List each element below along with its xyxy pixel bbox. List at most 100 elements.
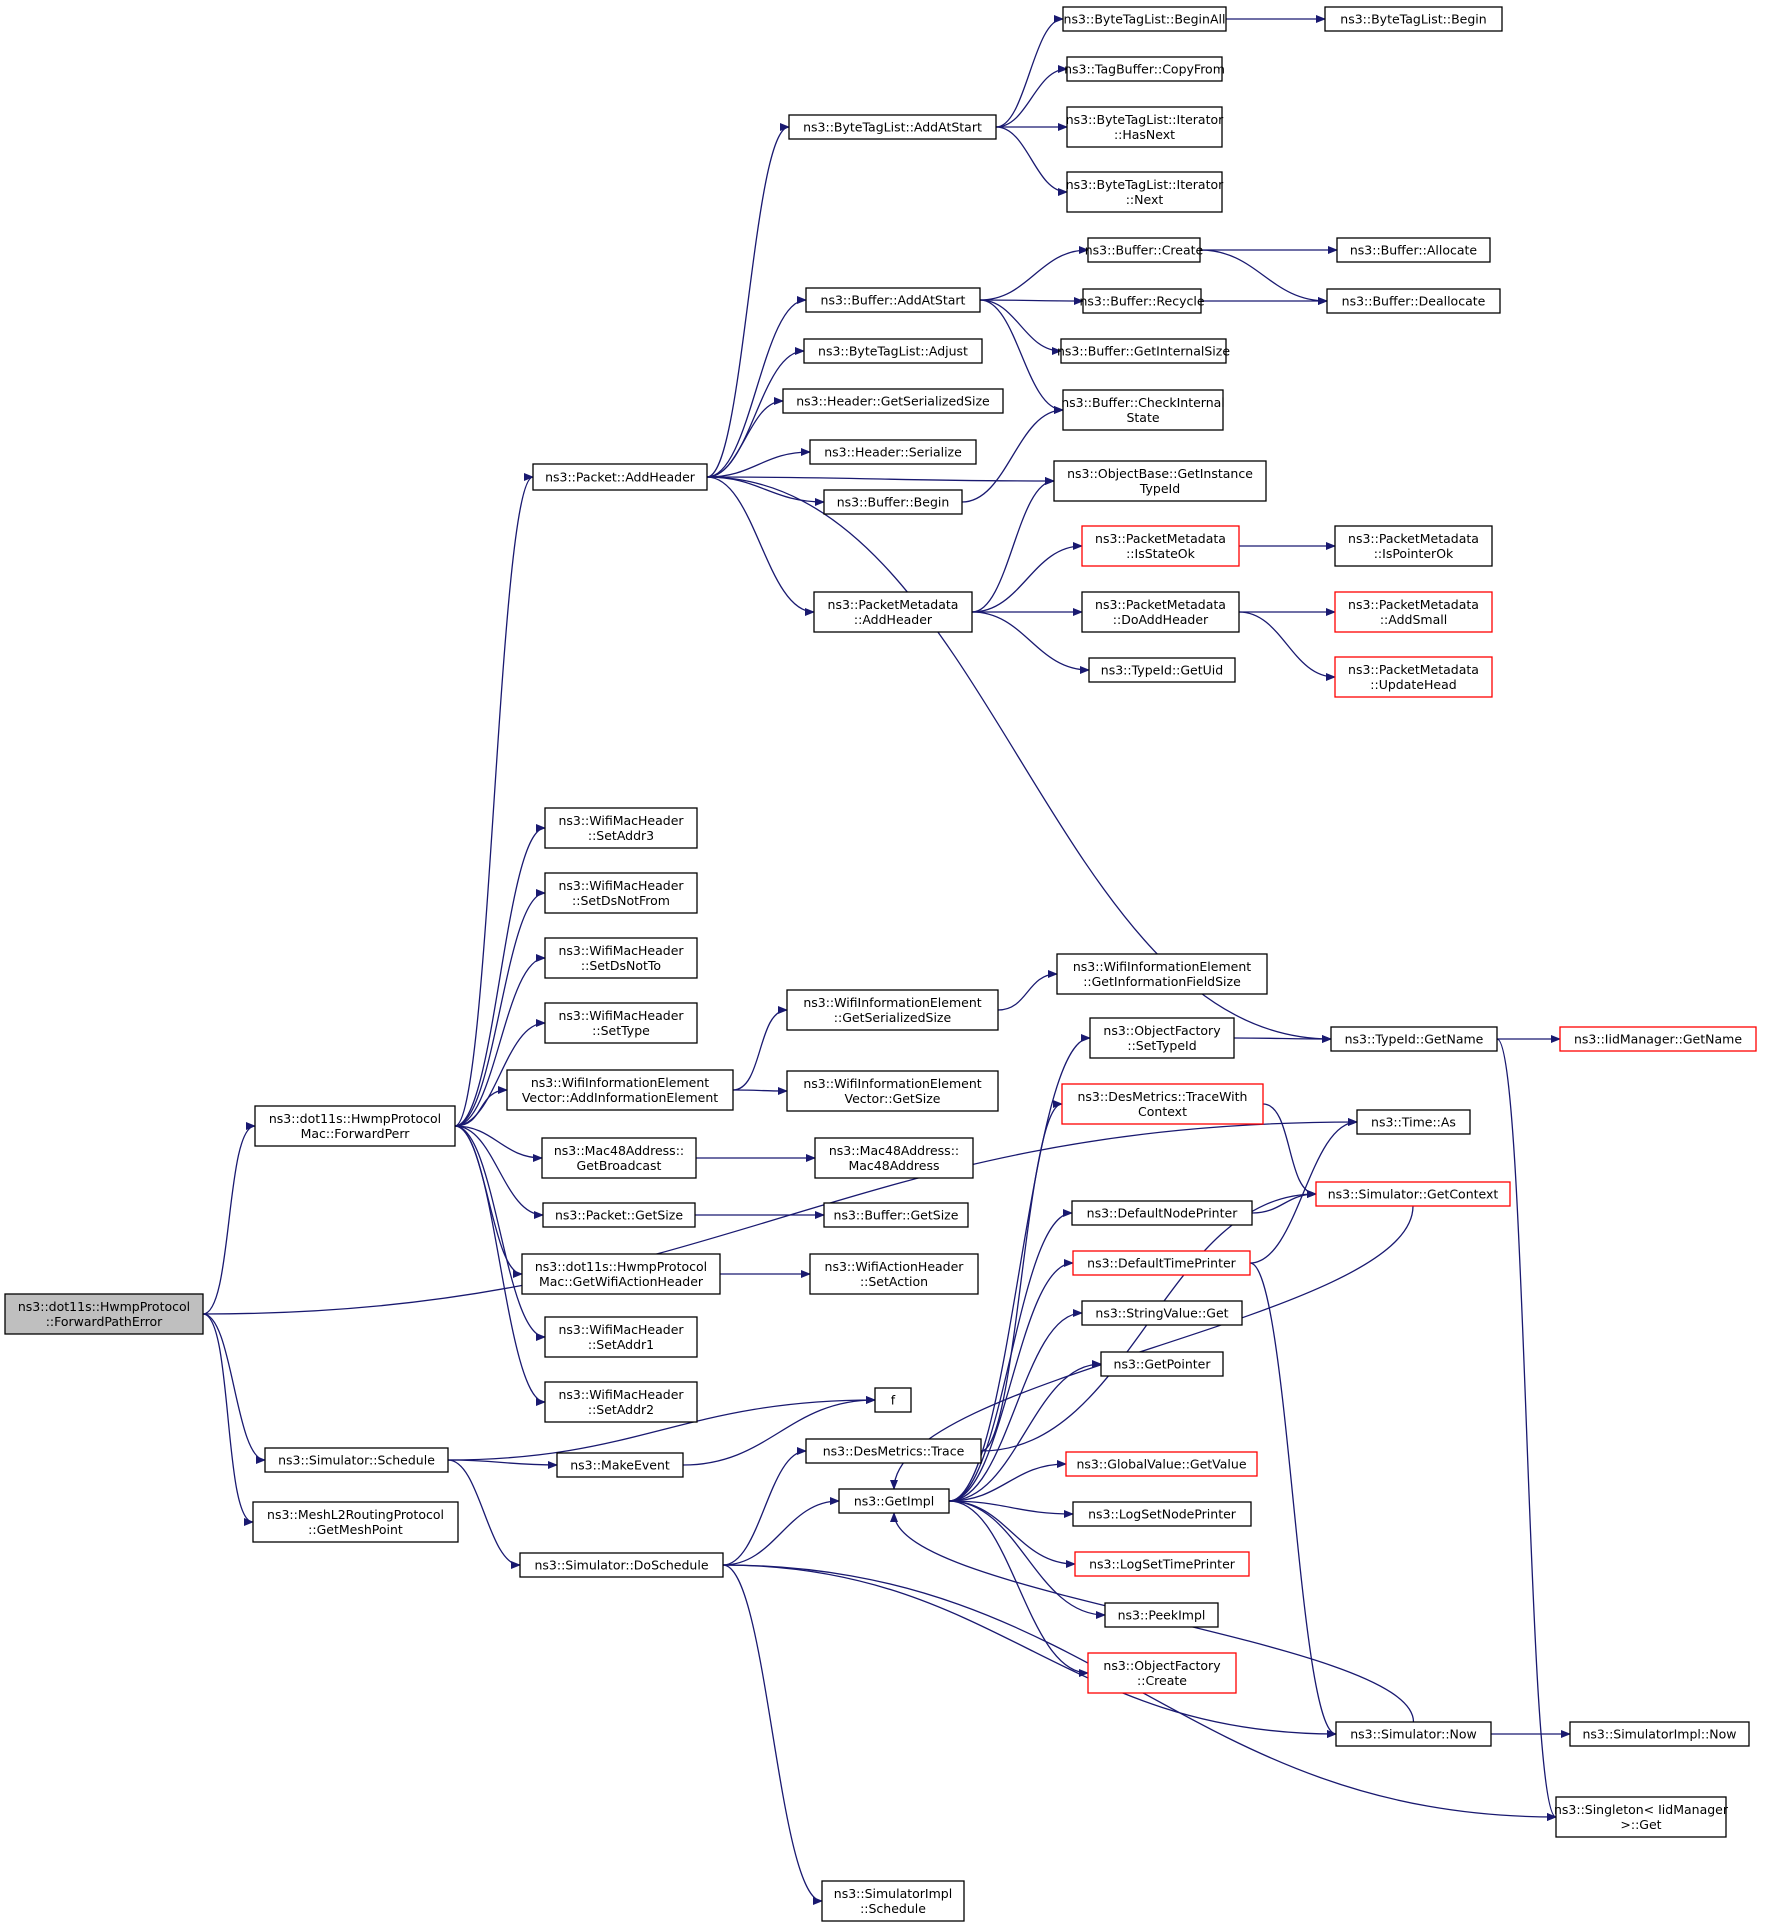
node-label: ns3::Header::GetSerializedSize <box>796 394 990 409</box>
node-label: >::Get <box>1620 1817 1661 1832</box>
graph-node-desm_trace[interactable]: ns3::DesMetrics::Trace <box>805 1438 982 1464</box>
graph-node-buf_addatstart[interactable]: ns3::Buffer::AddAtStart <box>805 287 981 313</box>
graph-node-wmh_settype[interactable]: ns3::WifiMacHeader::SetType <box>544 1002 698 1044</box>
node-box <box>1087 237 1201 263</box>
call-edge-pkt_addhdr-to-ob_getinst <box>706 476 1055 485</box>
graph-node-mac48_ctor[interactable]: ns3::Mac48Address::Mac48Address <box>814 1137 974 1179</box>
graph-node-buf_allocate[interactable]: ns3::Buffer::Allocate <box>1336 237 1491 263</box>
graph-node-pm_addsmall[interactable]: ns3::PacketMetadata::AddSmall <box>1334 591 1493 633</box>
node-box <box>544 872 698 914</box>
node-box <box>1334 591 1493 633</box>
graph-node-sim_now[interactable]: ns3::Simulator::Now <box>1335 1721 1492 1747</box>
graph-node-btl_adjust[interactable]: ns3::ByteTagList::Adjust <box>803 338 983 364</box>
graph-node-typeid_getname[interactable]: ns3::TypeId::GetName <box>1330 1026 1498 1052</box>
graph-node-pm_doadd[interactable]: ns3::PacketMetadata::DoAddHeader <box>1081 591 1240 633</box>
graph-node-typeid_getuid[interactable]: ns3::TypeId::GetUid <box>1088 657 1236 683</box>
graph-node-getimpl[interactable]: ns3::GetImpl <box>838 1488 950 1514</box>
node-label: ns3::PacketMetadata <box>1348 531 1479 546</box>
node-box <box>1081 525 1240 567</box>
graph-node-wmh_addr1[interactable]: ns3::WifiMacHeader::SetAddr1 <box>544 1316 698 1358</box>
graph-node-wmh_dsnotto[interactable]: ns3::WifiMacHeader::SetDsNotTo <box>544 937 698 979</box>
graph-node-time_as[interactable]: ns3::Time::As <box>1356 1109 1471 1135</box>
graph-node-wah_setaction[interactable]: ns3::WifiActionHeader::SetAction <box>809 1253 979 1295</box>
graph-node-wiev_add[interactable]: ns3::WifiInformationElementVector::AddIn… <box>506 1069 734 1111</box>
node-box <box>1066 56 1223 82</box>
graph-node-pm_updatehead[interactable]: ns3::PacketMetadata::UpdateHead <box>1334 656 1493 698</box>
graph-node-makeevent[interactable]: ns3::MakeEvent <box>556 1452 684 1478</box>
graph-node-f[interactable]: f <box>874 1387 912 1413</box>
node-box <box>506 1069 734 1111</box>
graph-node-btl_it_next[interactable]: ns3::ByteTagList::Iterator::Next <box>1066 171 1224 213</box>
graph-node-wie_getser[interactable]: ns3::WifiInformationElement::GetSerializ… <box>786 989 999 1031</box>
graph-node-fwdperr[interactable]: ns3::dot11s::HwmpProtocolMac::ForwardPer… <box>254 1105 456 1147</box>
node-box <box>4 1293 204 1335</box>
graph-node-iid_getname[interactable]: ns3::IidManager::GetName <box>1559 1026 1757 1052</box>
graph-node-sim_getctx[interactable]: ns3::Simulator::GetContext <box>1315 1181 1511 1207</box>
call-edge-getimpl-to-peekimpl <box>948 1500 1106 1619</box>
node-label: ::SetDsNotFrom <box>572 893 670 908</box>
graph-node-pm_addhdr[interactable]: ns3::PacketMetadata::AddHeader <box>813 591 973 633</box>
graph-node-logsetnode[interactable]: ns3::LogSetNodePrinter <box>1072 1501 1252 1527</box>
node-label: ns3::LogSetNodePrinter <box>1088 1507 1237 1522</box>
graph-node-defnodeprinter[interactable]: ns3::DefaultNodePrinter <box>1071 1200 1253 1226</box>
graph-node-buf_dealloc[interactable]: ns3::Buffer::Deallocate <box>1326 288 1501 314</box>
node-label: ns3::Singleton< IidManager <box>1554 1802 1729 1817</box>
graph-node-simimpl_sched[interactable]: ns3::SimulatorImpl::Schedule <box>821 1880 965 1922</box>
graph-node-mac48_bcast[interactable]: ns3::Mac48Address::GetBroadcast <box>541 1137 697 1179</box>
graph-node-buf_getsize[interactable]: ns3::Buffer::GetSize <box>823 1202 969 1228</box>
graph-node-singleton_get[interactable]: ns3::Singleton< IidManager>::Get <box>1554 1796 1729 1838</box>
graph-node-btl_addatstart[interactable]: ns3::ByteTagList::AddAtStart <box>788 114 997 140</box>
graph-node-wmh_dsnotfrom[interactable]: ns3::WifiMacHeader::SetDsNotFrom <box>544 872 698 914</box>
graph-node-dosched[interactable]: ns3::Simulator::DoSchedule <box>519 1552 724 1578</box>
graph-node-root[interactable]: ns3::dot11s::HwmpProtocol::ForwardPathEr… <box>4 1293 204 1335</box>
graph-node-wie_getinfo[interactable]: ns3::WifiInformationElement::GetInformat… <box>1056 953 1268 995</box>
graph-node-gv_getvalue[interactable]: ns3::GlobalValue::GetValue <box>1065 1451 1258 1477</box>
graph-node-hdr_ser[interactable]: ns3::Header::Serialize <box>809 439 977 465</box>
call-edge-pm_addhdr-to-ob_getinst <box>971 477 1055 613</box>
node-label: ns3::WifiMacHeader <box>558 1008 684 1023</box>
graph-node-btl_beginall[interactable]: ns3::ByteTagList::BeginAll <box>1062 6 1227 32</box>
node-label: ns3::dot11s::HwmpProtocol <box>18 1299 190 1314</box>
graph-node-btl_it_hasnext[interactable]: ns3::ByteTagList::Iterator::HasNext <box>1066 106 1224 148</box>
graph-node-wmh_addr2[interactable]: ns3::WifiMacHeader::SetAddr2 <box>544 1381 698 1423</box>
graph-node-pkt_getsize[interactable]: ns3::Packet::GetSize <box>542 1202 696 1228</box>
graph-node-hwmp_getwah[interactable]: ns3::dot11s::HwmpProtocolMac::GetWifiAct… <box>521 1253 721 1295</box>
call-edge-fwdperr-to-wmh_dsnotto <box>454 954 546 1127</box>
graph-node-getpointer[interactable]: ns3::GetPointer <box>1100 1351 1224 1377</box>
graph-node-pkt_addhdr[interactable]: ns3::Packet::AddHeader <box>532 463 708 491</box>
node-box <box>813 591 973 633</box>
node-box <box>544 1381 698 1423</box>
call-edge-pm_addhdr-to-pm_isstateok <box>971 542 1083 613</box>
graph-node-tagbuf_copyfrom[interactable]: ns3::TagBuffer::CopyFrom <box>1064 56 1225 82</box>
graph-node-hdr_getser[interactable]: ns3::Header::GetSerializedSize <box>782 388 1004 414</box>
call-edge-fwdperr-to-wmh_dsnotfrom <box>454 889 546 1127</box>
graph-node-buf_recycle[interactable]: ns3::Buffer::Recycle <box>1079 288 1205 314</box>
node-box <box>1060 338 1227 364</box>
call-edge-getimpl-to-gv_getvalue <box>948 1460 1067 1502</box>
graph-node-simsched[interactable]: ns3::Simulator::Schedule <box>264 1447 449 1473</box>
node-box <box>542 1202 696 1228</box>
graph-node-logsettime[interactable]: ns3::LogSetTimePrinter <box>1074 1551 1250 1577</box>
node-label: ns3::DesMetrics::TraceWith <box>1078 1089 1248 1104</box>
graph-node-pm_isstateok[interactable]: ns3::PacketMetadata::IsStateOk <box>1081 525 1240 567</box>
graph-node-buf_create[interactable]: ns3::Buffer::Create <box>1085 237 1204 263</box>
graph-node-strval_get[interactable]: ns3::StringValue::Get <box>1081 1300 1243 1326</box>
graph-node-of_create[interactable]: ns3::ObjectFactory::Create <box>1087 1652 1237 1694</box>
call-edge-getimpl-to-defnodeprinter <box>948 1209 1073 1502</box>
node-label: ns3::Buffer::AddAtStart <box>821 293 966 308</box>
graph-node-buf_getinternal[interactable]: ns3::Buffer::GetInternalSize <box>1057 338 1230 364</box>
graph-node-wiev_getsize[interactable]: ns3::WifiInformationElementVector::GetSi… <box>786 1070 999 1112</box>
graph-node-buf_begin[interactable]: ns3::Buffer::Begin <box>823 489 963 515</box>
graph-node-peekimpl[interactable]: ns3::PeekImpl <box>1104 1602 1219 1628</box>
graph-node-wmh_addr3[interactable]: ns3::WifiMacHeader::SetAddr3 <box>544 807 698 849</box>
graph-node-pm_isptrok[interactable]: ns3::PacketMetadata::IsPointerOk <box>1334 525 1493 567</box>
graph-node-of_settypeid[interactable]: ns3::ObjectFactory::SetTypeId <box>1089 1017 1235 1059</box>
node-box <box>254 1105 456 1147</box>
graph-node-deftimeprinter[interactable]: ns3::DefaultTimePrinter <box>1072 1250 1251 1276</box>
graph-node-getmesh[interactable]: ns3::MeshL2RoutingProtocol::GetMeshPoint <box>252 1501 459 1543</box>
graph-node-btl_begin[interactable]: ns3::ByteTagList::Begin <box>1324 6 1503 32</box>
graph-node-simimpl_now[interactable]: ns3::SimulatorImpl::Now <box>1569 1721 1750 1747</box>
